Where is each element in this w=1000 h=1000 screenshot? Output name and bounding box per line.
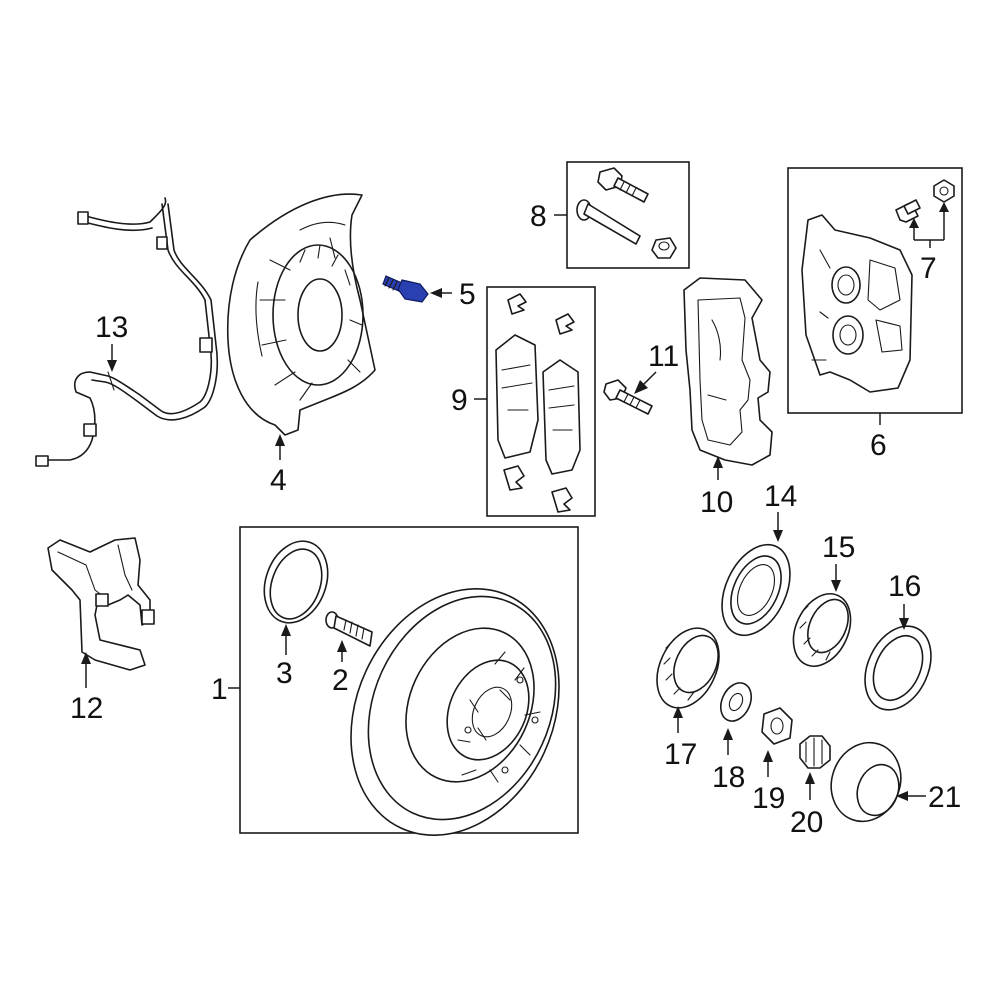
caliper-part-6[interactable]	[801, 214, 913, 393]
callout-11: 11	[648, 340, 679, 373]
callout-7: 7	[920, 252, 937, 285]
callout-12: 12	[70, 692, 103, 725]
callout-14: 14	[764, 480, 797, 513]
callout-17: 17	[664, 738, 697, 771]
callout-15: 15	[822, 531, 855, 564]
bolt-part-5[interactable]	[382, 275, 429, 303]
splash-shield-part-4[interactable]	[226, 193, 376, 436]
nut-part-19[interactable]	[761, 707, 793, 745]
race-part-16[interactable]	[852, 615, 944, 720]
caliper-box-6	[787, 167, 963, 414]
callout-5: 5	[459, 278, 476, 311]
callout-4: 4	[270, 464, 287, 497]
callout-1: 1	[211, 673, 228, 706]
retainer-part-20[interactable]	[799, 735, 831, 769]
callout-21: 21	[928, 781, 961, 814]
callout-19: 19	[752, 782, 785, 815]
caliper-bracket-part-10[interactable]	[683, 277, 773, 466]
leader-lines	[81, 202, 949, 801]
callout-2: 2	[332, 664, 349, 697]
callout-3: 3	[276, 657, 293, 690]
callout-labels: 1 2 3 4 5 6 7 8 9 10 11 12 13 14 15 16 1…	[70, 200, 961, 839]
seal-ring-part-3[interactable]	[253, 532, 338, 631]
bleeder-part-7[interactable]	[895, 179, 955, 223]
brake-rotor-part-1[interactable]	[312, 555, 598, 870]
guide-pin-part-8[interactable]	[576, 167, 677, 259]
bearing-part-15[interactable]	[782, 585, 861, 676]
bracket-part-12[interactable]	[47, 537, 155, 671]
callout-8: 8	[530, 200, 547, 233]
wheel-stud-part-2[interactable]	[325, 611, 373, 647]
rotor-box-1	[239, 526, 579, 834]
callout-9: 9	[451, 384, 468, 417]
washer-part-18[interactable]	[715, 678, 757, 726]
dust-cap-part-21[interactable]	[820, 733, 911, 831]
callout-16: 16	[888, 570, 921, 603]
brake-pad-kit-box-9	[486, 286, 596, 517]
seal-part-14[interactable]	[709, 534, 804, 646]
bolt-part-11[interactable]	[603, 379, 653, 415]
brake-pads-part-9[interactable]	[495, 293, 581, 513]
bearing-part-17[interactable]	[645, 618, 731, 718]
callout-13: 13	[95, 311, 128, 344]
callout-10: 10	[700, 486, 733, 519]
callout-6: 6	[870, 429, 887, 462]
callout-18: 18	[712, 761, 745, 794]
callout-20: 20	[790, 806, 823, 839]
abs-sensor-wire-part-13[interactable]	[35, 197, 219, 467]
